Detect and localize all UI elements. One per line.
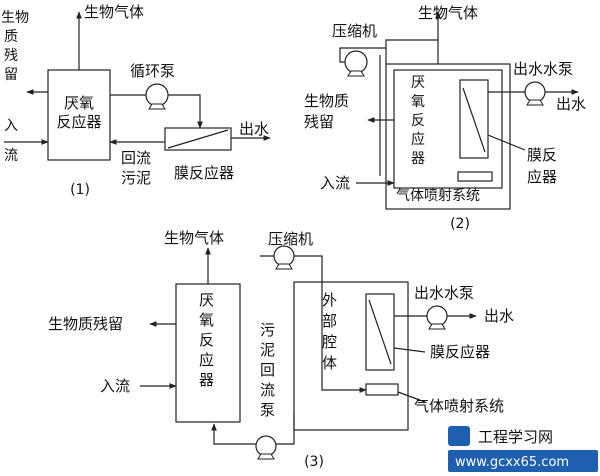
d3-residue-label: 生物质残留 — [48, 315, 123, 333]
circle-pump-icon — [524, 81, 546, 106]
d3-reactor-label-5: 器 — [199, 371, 214, 389]
d3-sludge-pump-label-2: 泥 — [260, 341, 275, 359]
d2-gas-system-label: 气体喷射系统 — [396, 188, 480, 204]
diagram-1: 厌氧 反应器 生物气体 生物 质 残 留 入 流 循环泵 膜反应器 出水 — [1, 3, 271, 198]
d1-inflow-label-1: 入 — [4, 118, 18, 134]
d3-gas-diffuser — [365, 383, 399, 396]
diagram-2: 厌 氧 反 应 器 膜反 应器 气体喷射系统 生物气体 压缩机 生物质 残留 — [304, 4, 586, 232]
diagram-3: 厌 氧 反 应 器 生物气体 生物质残留 入流 外 部 腔 体 膜反应器 气体喷… — [48, 229, 514, 470]
d2-inflow-label: 入流 — [320, 174, 350, 192]
d2-reactor-label-5: 器 — [411, 151, 425, 167]
d1-pump-label: 循环泵 — [130, 62, 175, 80]
d2-membrane-pointer — [487, 134, 526, 151]
d1-sludge-label-2: 污泥 — [121, 169, 151, 187]
d2-membrane-label-2: 应器 — [527, 168, 557, 186]
d3-sludge-pump-label-3: 回 — [260, 361, 275, 379]
d3-biogas-label: 生物气体 — [164, 229, 224, 247]
d1-membrane-label: 膜反应器 — [174, 164, 234, 182]
d3-external-label-1: 外 — [322, 291, 337, 309]
watermark-name: 工程学习网 — [478, 428, 553, 446]
d1-membrane-module — [164, 127, 232, 151]
d3-reactor-label-2: 氧 — [199, 311, 214, 329]
d3-sludge-pump-label-4: 流 — [260, 381, 275, 399]
d3-membrane-pointer — [393, 347, 426, 353]
d3-sludge-pump-label-1: 污 — [260, 321, 275, 339]
d3-effluent-pump-label: 出水水泵 — [414, 284, 474, 302]
d1-inflow-label-2: 流 — [4, 148, 18, 164]
d3-gas-pointer — [397, 391, 426, 403]
d2-reactor-label-2: 氧 — [411, 94, 425, 110]
d3-figure-number: (3) — [304, 454, 324, 470]
d2-compressor-label: 压缩机 — [332, 22, 377, 40]
d3-effluent-label: 出水 — [484, 307, 514, 325]
d1-sludge-label-1: 回流 — [121, 149, 151, 167]
d2-membrane-module — [459, 79, 489, 159]
circle-pump-icon — [426, 305, 448, 330]
watermark: 工程学习网 www.gcxx65.com — [448, 426, 598, 472]
d1-residue-label-2: 质 — [4, 29, 18, 45]
d2-figure-number: (2) — [450, 216, 470, 232]
circle-pump-icon — [145, 83, 169, 110]
d3-reactor-label-3: 反 — [199, 331, 214, 349]
d3-external-label-2: 部 — [322, 312, 337, 330]
d1-biogas-label: 生物气体 — [84, 3, 144, 21]
d2-residue-label-2: 残留 — [304, 113, 334, 131]
d1-effluent-label: 出水 — [239, 120, 269, 138]
d3-sludge-pump-label-5: 泵 — [260, 401, 275, 419]
d2-effluent-pump-label: 出水水泵 — [513, 60, 573, 78]
d1-anaerobic-reactor — [47, 69, 111, 161]
d2-reactor-label-1: 厌 — [411, 75, 425, 91]
d3-membrane-label: 膜反应器 — [430, 343, 490, 361]
d2-compressor-line — [385, 39, 438, 64]
circle-pump-icon — [273, 245, 295, 270]
watermark-logo-icon — [448, 426, 470, 446]
d1-residue-label-1: 生物 — [1, 10, 29, 26]
d3-membrane-module — [365, 293, 395, 371]
d2-reactor-label-3: 反 — [411, 113, 425, 129]
watermark-url-bar — [448, 450, 598, 472]
d1-pump-line — [110, 94, 203, 129]
d1-reactor-label-2: 反应器 — [56, 113, 101, 131]
diagonal-membrane-icon — [167, 129, 229, 149]
d3-external-label-3: 腔 — [322, 333, 337, 351]
d2-membrane-label-1: 膜反 — [527, 146, 557, 164]
d3-external-label-4: 体 — [322, 354, 337, 372]
d1-figure-number: (1) — [70, 182, 90, 198]
d3-inflow-label: 入流 — [100, 377, 130, 395]
d2-compressor-in — [339, 47, 386, 63]
d2-residue-label-1: 生物质 — [304, 92, 349, 110]
d3-reactor-label-1: 厌 — [199, 291, 214, 309]
d2-effluent-label: 出水 — [556, 95, 586, 113]
d2-biogas-label: 生物气体 — [418, 4, 478, 22]
d3-anaerobic-reactor — [175, 283, 241, 423]
d1-reactor-label-1: 厌氧 — [64, 94, 94, 112]
d3-gas-system-label: 气体喷射系统 — [414, 397, 504, 415]
d1-residue-label-4: 留 — [4, 67, 18, 83]
watermark-url: www.gcxx65.com — [455, 455, 569, 470]
d3-reactor-label-4: 应 — [199, 351, 214, 369]
d2-reactor-label-4: 应 — [411, 131, 425, 148]
d2-gas-diffuser — [457, 171, 493, 182]
d1-residue-label-3: 残 — [4, 48, 18, 64]
circle-pump-icon — [255, 435, 277, 460]
d3-compressor-label: 压缩机 — [268, 230, 313, 248]
d3-sludge-line — [211, 414, 295, 445]
circle-pump-icon — [344, 50, 368, 77]
diagonal-membrane-icon — [368, 299, 392, 365]
diagonal-membrane-icon — [462, 87, 486, 153]
